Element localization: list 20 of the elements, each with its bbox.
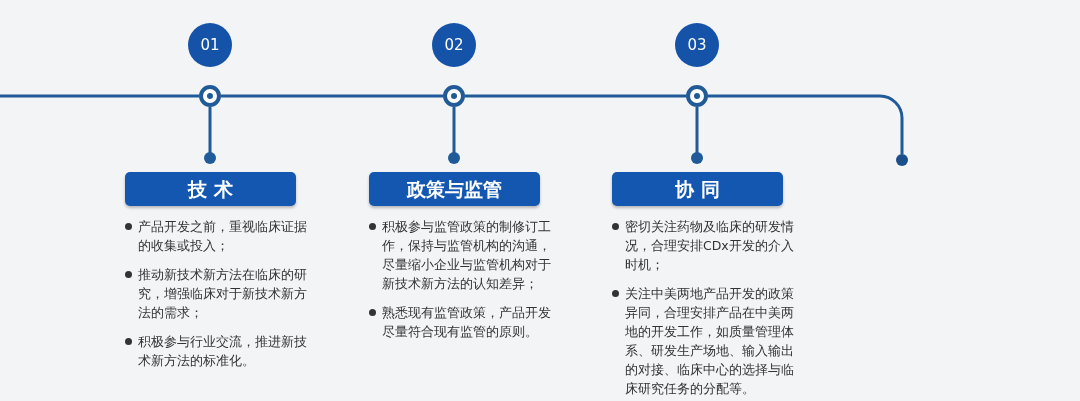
bullet-text: 积极参与行业交流，推进新技术新方法的标准化。 bbox=[138, 333, 308, 370]
bullet-text: 产品开发之前，重视临床证据的收集或投入； bbox=[138, 218, 308, 255]
category-header: 协 同 bbox=[612, 172, 783, 206]
timeline-marker bbox=[686, 85, 708, 107]
bullet-text: 推动新技术新方法在临床的研究，增强临床对于新技术新方法的需求； bbox=[138, 266, 308, 322]
timeline-marker bbox=[199, 85, 221, 107]
connector-line bbox=[448, 107, 460, 164]
bullet-text: 密切关注药物及临床的研发情况，合理安排CDx开发的介入时机； bbox=[625, 218, 795, 274]
connector-line bbox=[0, 94, 199, 98]
connector-line bbox=[708, 94, 904, 154]
bullet-text: 关注中美两地产品开发的政策异同，合理安排产品在中美两地的开发工作，如质量管理体系、研发生产场地、输入输出的对接、临床中心的选择与临床研究任务的分配等。 bbox=[625, 285, 795, 398]
connector-line bbox=[204, 107, 216, 164]
connector-line bbox=[691, 107, 703, 164]
category-header: 技 术 bbox=[125, 172, 296, 206]
connector-line bbox=[465, 94, 686, 98]
category-header: 政策与监管 bbox=[369, 172, 540, 206]
bullet-text: 积极参与监管政策的制修订工作，保持与监管机构的沟通，尽量缩小企业与监管机构对于新技术新方法的认知差异； bbox=[382, 218, 552, 293]
bullet-text: 熟悉现有监管政策，产品开发尽量符合现有监管的原则。 bbox=[382, 304, 552, 341]
connector-line bbox=[221, 94, 443, 98]
timeline-marker bbox=[443, 85, 465, 107]
